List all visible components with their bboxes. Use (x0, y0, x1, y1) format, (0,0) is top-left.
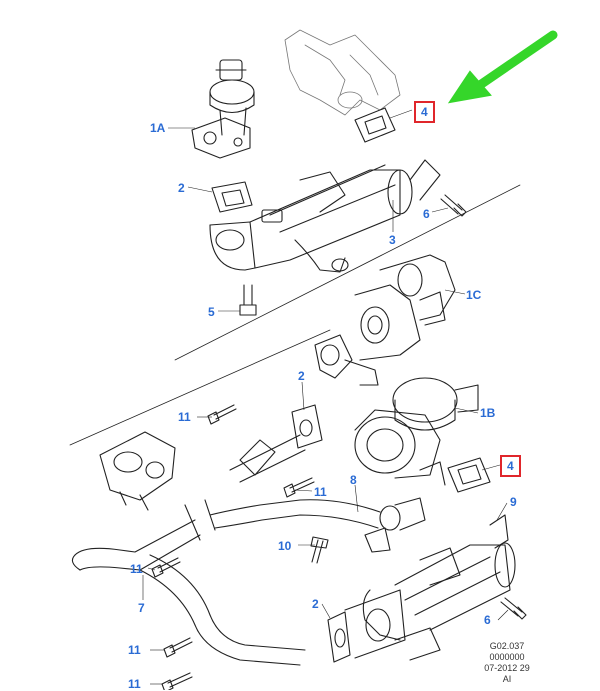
callout-11-b: 11 (314, 485, 327, 499)
reference-line-4: AI (502, 674, 512, 684)
egr-valve-1a (191, 59, 255, 159)
callout-2-top: 2 (178, 181, 185, 195)
reference-block: G02.037 0000000 07-2012 29 AI (472, 641, 542, 685)
bolt-11-d (163, 637, 193, 658)
callout-11-d: 11 (128, 643, 141, 657)
reference-line-1: G02.037 (489, 641, 525, 651)
callout-11-a: 11 (178, 410, 191, 424)
bolt-6-top (440, 194, 467, 217)
callout-1a: 1A (150, 121, 166, 135)
callout-11-e: 11 (128, 677, 141, 691)
egr-valve-1b (354, 377, 479, 486)
leader-lines (142, 109, 509, 685)
engine-casting-ghost (284, 29, 401, 116)
thermostat-housing (99, 431, 176, 511)
bolt-11-e (161, 672, 193, 690)
callout-6-top: 6 (423, 207, 430, 221)
egr-cooler-3 (209, 159, 441, 273)
callout-2-bot: 2 (312, 597, 319, 611)
pipe-7 (71, 499, 306, 666)
gasket-2-top (211, 181, 253, 213)
callout-5: 5 (208, 305, 215, 319)
egr-cooler-9 (362, 514, 516, 661)
throttle-body-1c (314, 254, 456, 386)
section-divider-bottom (69, 329, 331, 446)
bolt-11-a (207, 404, 237, 425)
gasket-4-mid (447, 457, 491, 493)
section-divider-top (174, 184, 521, 361)
callout-4-mid-highlighted: 4 (500, 455, 521, 477)
reference-line-3: 07-2012 29 (484, 663, 530, 673)
bolt-6-bot (500, 597, 527, 620)
callout-10: 10 (278, 539, 292, 553)
bolt-11-b (283, 477, 315, 498)
callout-4-top-highlighted: 4 (414, 101, 435, 123)
gasket-4-top (354, 107, 396, 143)
gasket-2-mid (291, 404, 323, 449)
callout-9: 9 (510, 495, 517, 509)
callout-7: 7 (138, 601, 145, 615)
callout-2-mid: 2 (298, 369, 305, 383)
callout-8: 8 (350, 473, 357, 487)
callout-1b: 1B (480, 406, 496, 420)
callout-1c: 1C (466, 288, 482, 302)
gasket-2-bot (327, 589, 406, 663)
callout-11-c: 11 (130, 562, 143, 576)
bolt-10 (310, 536, 329, 564)
callout-6-bot: 6 (484, 613, 491, 627)
bolt-5 (239, 284, 257, 316)
callout-3: 3 (389, 233, 396, 247)
reference-line-2: 0000000 (489, 652, 525, 662)
bolt-11-c (151, 557, 181, 578)
pointer-arrow (447, 30, 558, 104)
